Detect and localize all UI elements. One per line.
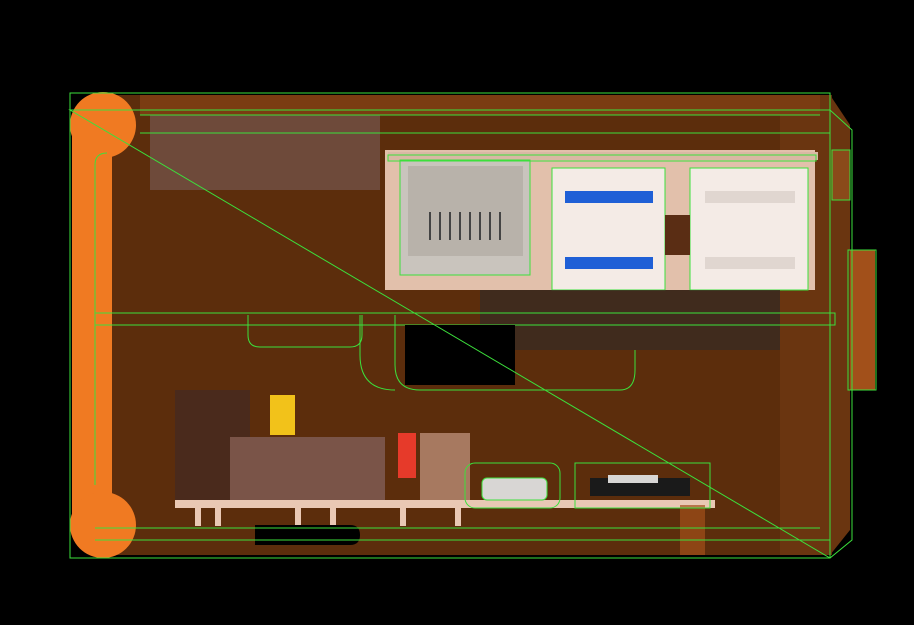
hdmi-block [150,115,380,190]
pcb-edge [175,500,715,508]
usb-port-2 [689,167,809,291]
case-rail-left [70,92,136,558]
right-edge-connector [832,150,850,200]
gpio-header [230,437,385,502]
side-tab [850,250,875,390]
cutout-window [405,325,515,385]
micro-usb-port [481,477,548,501]
corner-boss-bottom [70,492,136,558]
upper-board [385,150,818,350]
yellow-capacitor [270,395,295,435]
wireframe-edges [68,92,877,559]
usb-port-1 [551,167,666,291]
case-top-strip [140,95,820,115]
usb-blue-tongue-bottom [565,257,653,269]
usb-blue-tongue-top [565,191,653,203]
lower-board [175,390,715,555]
corner-boss-top [70,92,136,158]
red-component [398,433,416,478]
